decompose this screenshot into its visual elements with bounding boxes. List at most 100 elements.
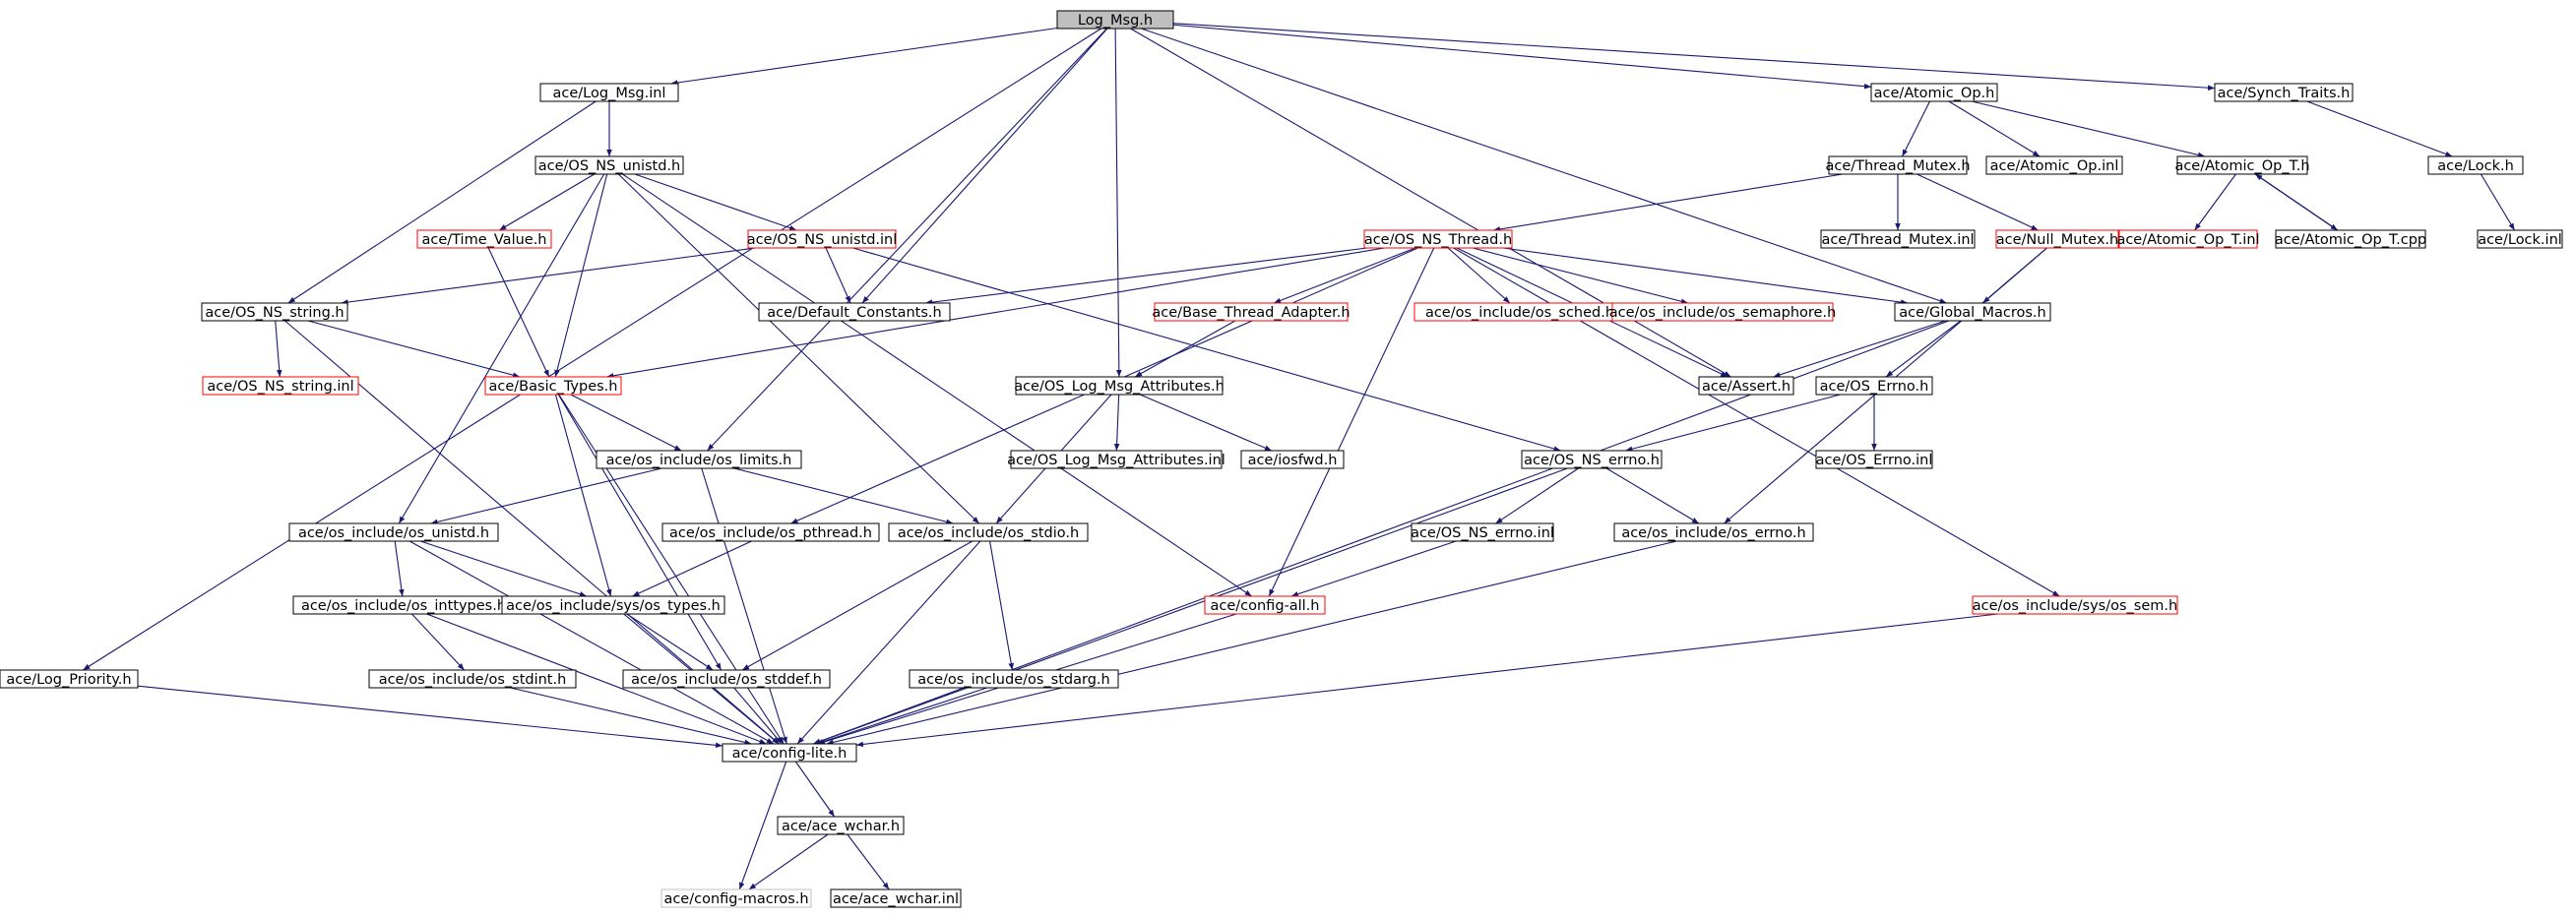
node-os_sched_h[interactable]: ace/os_include/os_sched.h [1414, 302, 1626, 322]
node-os_ns_thread_h[interactable]: ace/OS_NS_Thread.h [1363, 229, 1513, 249]
node-box [1613, 522, 1814, 542]
node-label: ace/os_include/os_semaphore.h [1609, 305, 1837, 321]
node-global_macros_h[interactable]: ace/Global_Macros.h [1894, 302, 2051, 322]
node-default_constants_h[interactable]: ace/Default_Constants.h [758, 302, 951, 322]
edge-log_msg_h-to-assert_h [1130, 28, 1731, 378]
node-box [1010, 450, 1223, 469]
edge-os_ns_errno_h-to-os_errno_h [1605, 467, 1700, 524]
node-label: ace/Atomic_Op_T.inl [2116, 232, 2259, 248]
node-os_ns_errno_inl[interactable]: ace/OS_NS_errno.inl [1411, 522, 1554, 542]
edge-os_stdio_h-to-os_stddef_h [741, 540, 974, 671]
node-os_pthread_h[interactable]: ace/os_include/os_pthread.h [661, 522, 880, 542]
node-label: ace/Lock.inl [2478, 232, 2562, 248]
node-assert_h[interactable]: ace/Assert.h [1698, 376, 1794, 396]
node-box [2275, 229, 2426, 249]
node-box [201, 302, 348, 322]
node-atomic_op_h[interactable]: ace/Atomic_Op.h [1870, 83, 1998, 102]
node-label: ace/OS_NS_string.h [205, 305, 344, 321]
node-iosfwd_h[interactable]: ace/iosfwd.h [1240, 450, 1345, 469]
node-os_stdarg_h[interactable]: ace/os_include/os_stdarg.h [909, 669, 1119, 689]
node-box [622, 669, 831, 689]
node-os_inttypes_h[interactable]: ace/os_include/os_inttypes.h [292, 595, 515, 615]
edge-os_sem_h-to-config_lite_h [855, 613, 1998, 748]
edge-os_ns_unistd_inl-to-os_ns_string_h [341, 247, 756, 305]
node-config_macros_h[interactable]: ace/config-macros.h [660, 888, 812, 908]
node-label: ace/os_include/sys/os_types.h [506, 598, 721, 614]
node-box [830, 888, 962, 908]
node-atomic_op_t_inl[interactable]: ace/Atomic_Op_T.inl [2116, 229, 2260, 249]
node-os_ns_errno_h[interactable]: ace/OS_NS_errno.h [1521, 450, 1663, 469]
node-log_msg_inl[interactable]: ace/Log_Msg.inl [539, 83, 679, 102]
node-box [1995, 229, 2119, 249]
node-basic_types_h[interactable]: ace/Basic_Types.h [484, 376, 622, 396]
node-synch_traits_h[interactable]: ace/Synch_Traits.h [2214, 83, 2354, 102]
node-box [368, 669, 577, 689]
node-label: ace/OS_Log_Msg_Attributes.h [1014, 379, 1225, 395]
edge-os_ns_unistd_h-to-time_value_h [498, 173, 596, 231]
node-label: ace/os_include/os_errno.h [1621, 525, 1805, 541]
node-label: ace/config-all.h [1210, 598, 1319, 614]
node-thread_mutex_h[interactable]: ace/Thread_Mutex.h [1825, 155, 1971, 175]
edge-lock_h-to-lock_inl [2480, 173, 2516, 231]
node-os_semaphore_h[interactable]: ace/os_include/os_semaphore.h [1609, 302, 1837, 322]
node-os_errno_inl[interactable]: ace/OS_Errno.inl [1815, 450, 1933, 469]
node-base_thread_adapter_h[interactable]: ace/Base_Thread_Adapter.h [1152, 302, 1351, 322]
node-os_log_msg_attributes_inl[interactable]: ace/OS_Log_Msg_Attributes.inl [1007, 450, 1225, 469]
node-os_stddef_h[interactable]: ace/os_include/os_stddef.h [622, 669, 831, 689]
node-os_ns_string_h[interactable]: ace/OS_NS_string.h [201, 302, 348, 322]
node-log_priority_h[interactable]: ace/Log_Priority.h [0, 669, 139, 689]
node-ace_wchar_inl[interactable]: ace/ace_wchar.inl [830, 888, 962, 908]
node-os_ns_string_inl[interactable]: ace/OS_NS_string.inl [202, 376, 359, 396]
node-box [501, 595, 725, 615]
node-config_all_h[interactable]: ace/config-all.h [1204, 595, 1326, 615]
node-box [288, 522, 499, 542]
edge-basic_types_h-to-os_stddef_h [557, 394, 723, 671]
node-lock_inl[interactable]: ace/Lock.inl [2477, 229, 2563, 249]
node-os_ns_unistd_inl[interactable]: ace/OS_NS_unistd.inl [747, 229, 898, 249]
node-ace_wchar_h[interactable]: ace/ace_wchar.h [777, 816, 905, 835]
node-label: ace/Synch_Traits.h [2218, 86, 2351, 101]
edge-global_macros_h-to-assert_h [1773, 320, 1946, 378]
node-os_sem_h[interactable]: ace/os_include/sys/os_sem.h [1972, 595, 2178, 615]
node-thread_mutex_inl[interactable]: ace/Thread_Mutex.inl [1820, 229, 1976, 249]
edge-os_unistd_h-to-config_lite_h [408, 540, 775, 745]
node-os_stdio_h[interactable]: ace/os_include/os_stdio.h [888, 522, 1089, 542]
node-atomic_op_inl[interactable]: ace/Atomic_Op.inl [1985, 155, 2123, 175]
node-os_errno_h[interactable]: ace/os_include/os_errno.h [1613, 522, 1814, 542]
node-os_unistd_h[interactable]: ace/os_include/os_unistd.h [288, 522, 499, 542]
node-label: ace/OS_Errno.h [1820, 379, 1929, 395]
node-lock_h[interactable]: ace/Lock.h [2427, 155, 2524, 175]
node-null_mutex_h[interactable]: ace/Null_Mutex.h [1995, 229, 2119, 249]
node-label: ace/Default_Constants.h [767, 305, 941, 321]
node-box [484, 376, 622, 396]
edge-os_ns_thread_h-to-os_semaphore_h [1473, 247, 1688, 304]
node-os_log_msg_attributes_h[interactable]: ace/OS_Log_Msg_Attributes.h [1014, 376, 1225, 396]
node-label: ace/ace_wchar.h [782, 819, 900, 834]
node-atomic_op_t_h[interactable]: ace/Atomic_Op_T.h [2174, 155, 2310, 175]
node-label: ace/os_include/os_stdio.h [898, 525, 1079, 541]
node-label: ace/os_include/os_inttypes.h [301, 598, 506, 614]
node-config_lite_h[interactable]: ace/config-lite.h [722, 743, 857, 763]
node-atomic_op_t_cpp[interactable]: ace/Atomic_Op_T.cpp [2275, 229, 2426, 249]
node-os_limits_h[interactable]: ace/os_include/os_limits.h [596, 450, 802, 469]
node-os_types_h[interactable]: ace/os_include/sys/os_types.h [501, 595, 725, 615]
edge-thread_mutex_h-to-null_mutex_h [1916, 173, 2039, 231]
node-label: ace/os_include/os_stdarg.h [917, 672, 1109, 688]
node-label: ace/Null_Mutex.h [1996, 232, 2118, 248]
node-box [1870, 83, 1998, 102]
node-os_errno_ace_h[interactable]: ace/OS_Errno.h [1815, 376, 1933, 396]
node-time_value_h[interactable]: ace/Time_Value.h [416, 229, 552, 249]
edge-os_ns_thread_h-to-os_sched_h [1447, 247, 1511, 304]
edge-log_msg_h-to-synch_traits_h [1172, 23, 2216, 91]
node-os_ns_unistd_h[interactable]: ace/OS_NS_unistd.h [534, 155, 684, 175]
edge-os_ns_unistd_inl-to-os_ns_errno_h [852, 247, 1561, 452]
edge-log_msg_h-to-global_macros_h [1141, 28, 1947, 304]
node-label: ace/OS_NS_errno.inl [1411, 525, 1554, 541]
edge-os_ns_unistd_inl-to-default_constants_h [825, 247, 851, 304]
node-os_stdint_h[interactable]: ace/os_include/os_stdint.h [368, 669, 577, 689]
node-label: ace/OS_NS_unistd.inl [747, 232, 898, 248]
edge-os_errno_h-to-config_lite_h [826, 540, 1677, 746]
node-label: ace/Thread_Mutex.h [1825, 158, 1970, 174]
edge-os_log_msg_attributes_h-to-os_log_msg_attributes_inl [1113, 394, 1120, 452]
node-label: ace/Atomic_Op.h [1874, 86, 1995, 101]
